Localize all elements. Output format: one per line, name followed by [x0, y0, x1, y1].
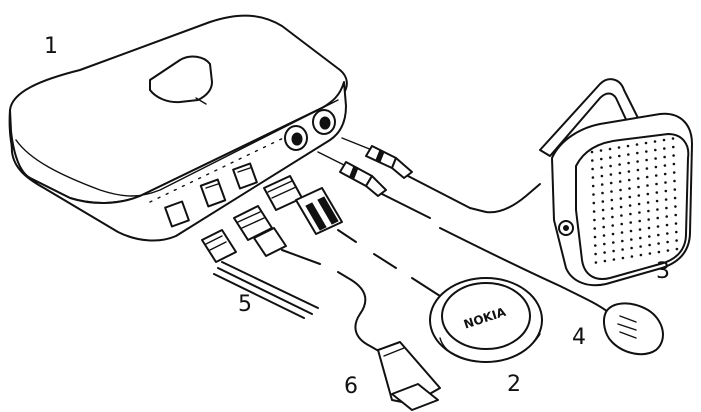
callout-2: 2	[507, 372, 521, 397]
callout-1: 1	[44, 34, 58, 59]
rj-plug-upper	[263, 175, 441, 297]
callout-4: 4	[572, 325, 586, 350]
phone-connector	[377, 341, 441, 411]
microphone-unit	[439, 227, 664, 356]
wire-connector	[201, 229, 319, 319]
rj-plug-lower	[233, 205, 385, 355]
speaker-unit	[469, 78, 693, 287]
callout-5: 5	[238, 292, 252, 317]
base-unit	[8, 14, 348, 242]
callout-6: 6	[344, 374, 358, 399]
speaker-grille	[590, 137, 679, 264]
puck-unit	[429, 277, 543, 363]
audio-plugs	[317, 137, 471, 219]
callout-3: 3	[656, 259, 670, 284]
